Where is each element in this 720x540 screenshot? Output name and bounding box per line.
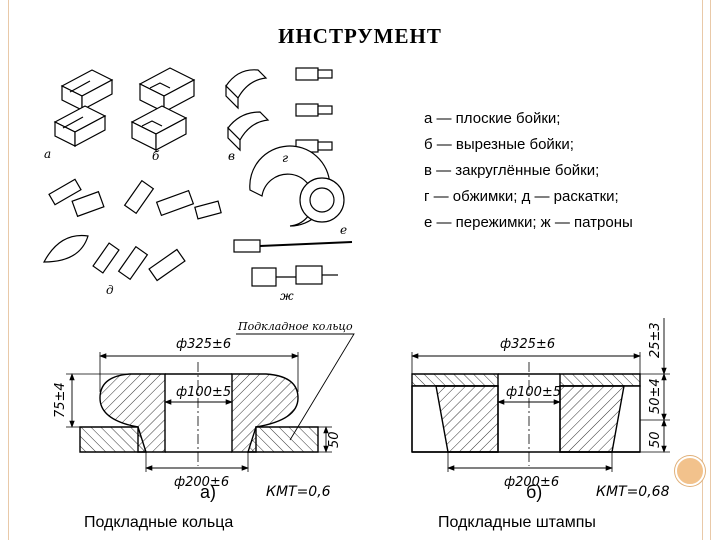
legend-line-1: а — плоские бойки;: [424, 110, 561, 127]
frame-line-right-inner: [710, 0, 711, 540]
dim-b-inner: ф100±5: [506, 385, 561, 400]
label-tool-zh: ж: [280, 289, 294, 303]
page-title: ИНСТРУМЕНТ: [278, 24, 442, 48]
label-tool-g: г: [282, 151, 288, 165]
dim-a-bottom: ф200±6: [174, 475, 229, 490]
tool-sketch-rounded-dies: [225, 69, 270, 152]
label-tool-a: а: [44, 147, 51, 161]
dim-b-bottom: ф200±6: [504, 475, 559, 490]
frame-line-right-outer: [702, 0, 703, 540]
part-label-a: Подкладное кольцо: [237, 320, 353, 333]
label-tool-e: е: [340, 223, 347, 237]
tool-legend: а — плоские бойки; б — вырезные бойки; в…: [424, 106, 633, 236]
legend-line-4: г — обжимки; д — раскатки;: [424, 188, 619, 205]
tool-sketch-fullers: [42, 178, 222, 282]
caption-support-rings: Подкладные кольца: [84, 514, 234, 531]
frame-line-left: [8, 0, 9, 540]
dim-b-top: 25±3: [648, 322, 663, 358]
dim-a-height: 75±4: [53, 382, 68, 418]
legend-line-3: в — закруглённые бойки;: [424, 162, 600, 179]
tool-sketch-cutters: [249, 145, 345, 227]
kmt-a: КМТ=0,6: [266, 484, 331, 500]
legend-line-5: е — пережимки; ж — патроны: [424, 214, 633, 231]
drawing-a: [66, 333, 355, 472]
dim-b-mid: 50±4: [648, 378, 663, 414]
legend-line-2: б — вырезные бойки;: [424, 136, 574, 153]
label-tool-v: в: [228, 149, 235, 163]
caption-support-dies: Подкладные штампы: [438, 514, 596, 531]
dim-b-outer: ф325±6: [500, 337, 555, 352]
drawing-b-letter: б): [526, 482, 543, 502]
drawing-a-letter: а): [200, 482, 217, 502]
kmt-b: КМТ=0,68: [596, 484, 670, 500]
tool-sketch-notched-dies: [130, 67, 196, 151]
slide-marker-dot: [675, 456, 705, 486]
tool-sketch-swages: [295, 67, 333, 153]
dim-a-side: 50: [327, 431, 342, 448]
dim-a-outer: ф325±6: [176, 337, 231, 352]
tool-sketch-chucks: [233, 239, 353, 287]
tool-sketch-flat-dies: [53, 69, 114, 147]
dim-b-side: 50: [648, 431, 663, 448]
label-tool-d: д: [106, 283, 114, 297]
label-tool-b: б: [152, 149, 160, 163]
drawing-b: [411, 318, 670, 472]
dim-a-inner: ф100±5: [176, 385, 231, 400]
